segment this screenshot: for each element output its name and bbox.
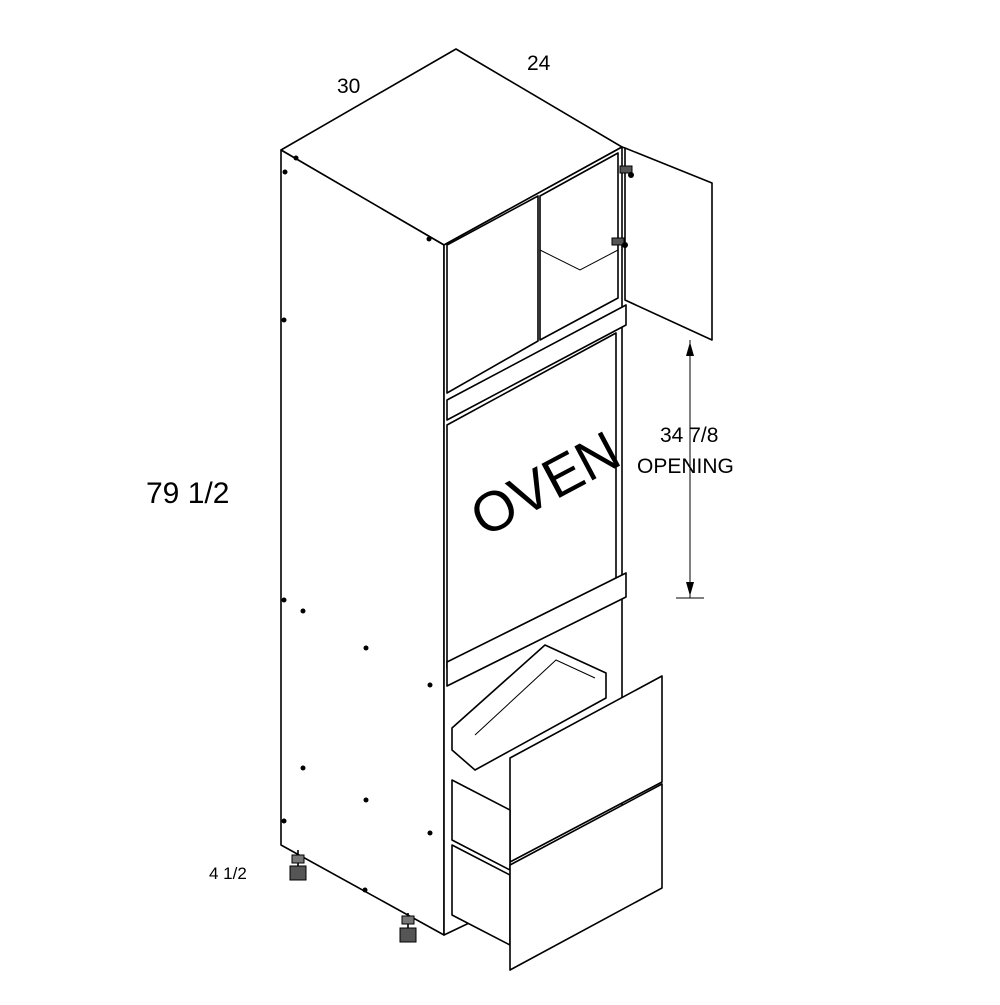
cabinet-left-side (280, 149, 445, 936)
height-dimension-label: 79 1/2 (146, 477, 229, 510)
top-drawer-tray (451, 644, 607, 771)
width-dimension-label: 30 (337, 75, 360, 98)
upper-door-open (624, 147, 713, 341)
drawer-front-lower (509, 783, 663, 971)
side-fastener-dots (281, 155, 433, 893)
tray-inner-edge (474, 659, 596, 736)
upper-door-closed (446, 195, 539, 394)
upper-cavity-shelf-line (539, 249, 619, 271)
upper-cavity (539, 152, 619, 341)
toe-kick-dimension-label: 4 1/2 (209, 864, 247, 883)
opening-label: OPENING (637, 455, 734, 478)
opening-size-label: 34 7/8 (660, 424, 718, 447)
opening-dimension-line (676, 340, 704, 599)
depth-dimension-label: 24 (527, 52, 551, 75)
upper-rail (446, 304, 627, 421)
leveling-leg-icon-left (289, 850, 307, 881)
oven-lower-rail (446, 572, 627, 687)
leveling-leg-icon-right (399, 913, 417, 943)
hinge-icon-top (619, 165, 634, 178)
door-edge (621, 146, 626, 149)
hinge-icon-bottom (611, 237, 628, 248)
